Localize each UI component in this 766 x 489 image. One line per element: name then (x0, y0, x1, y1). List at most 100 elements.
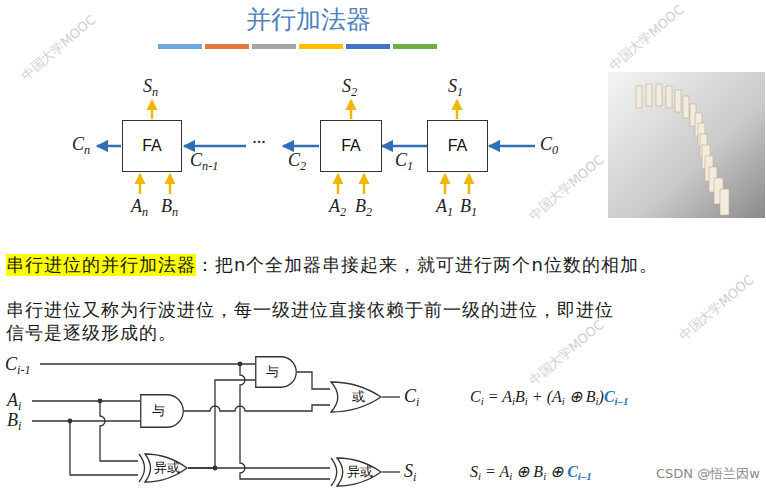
subscript: i (543, 470, 546, 482)
carry-label: C0 (540, 134, 558, 156)
body-text: ：把n个全加器串接起来，就可进行两个n位数的相加。 (196, 254, 658, 276)
xor-back-curve (139, 454, 145, 482)
and-gate: 与 (140, 394, 184, 428)
gate-shape (145, 454, 187, 482)
source-credit: CSDN @悟兰因w (656, 466, 760, 482)
math-symbol: Ci (404, 386, 419, 406)
input-label: A2 (329, 196, 346, 218)
subscript: 2 (300, 159, 306, 173)
connector (184, 405, 330, 411)
gate-shape (331, 382, 381, 412)
signal-label: Si (404, 461, 416, 483)
math-symbol: Ci-1 (5, 354, 31, 374)
math-symbol: Ai (7, 390, 21, 410)
input-label: B1 (460, 196, 477, 218)
math-symbol: Sn (143, 76, 158, 96)
subscript: 2 (351, 85, 357, 99)
signal-label: Bi (7, 410, 21, 432)
adder-label: FA (341, 136, 361, 155)
watermark: 中国大学MOOC (526, 152, 607, 224)
signal-label: Ci (404, 386, 419, 408)
watermark: 中国大学MOOC (18, 12, 99, 84)
watermark: 中国大学MOOC (676, 272, 757, 344)
adder-label: FA (142, 136, 162, 155)
subscript: i (18, 399, 21, 413)
subscript: i-1 (17, 363, 31, 377)
body-text: 串行进位又称为行波进位，每一级进位直接依赖于前一级的进位，即进位信号是逐级形成的… (6, 298, 621, 345)
math-symbol: S1 (448, 76, 463, 96)
xor-back-curve (331, 458, 337, 486)
subscript: i (413, 470, 416, 484)
domino-photo (608, 72, 765, 218)
carry-label: C2 (288, 150, 306, 172)
subscript: 2 (366, 205, 372, 219)
subscript: i (512, 395, 515, 407)
title-color-bars (158, 44, 437, 49)
subscript: i (416, 395, 419, 409)
gate-shape (337, 458, 381, 486)
subscript: 2 (340, 205, 346, 219)
math-symbol: Ai (502, 388, 515, 405)
subscript: 1 (457, 85, 463, 99)
and-gate: 与 (255, 356, 297, 388)
sum-arrows (152, 100, 457, 119)
full-adder-box: FA (427, 120, 488, 172)
subscript: i (562, 395, 565, 407)
math-symbol: B1 (460, 196, 477, 216)
adder-label: FA (448, 136, 468, 155)
subscript: n (84, 143, 90, 157)
gate-shape (256, 357, 297, 388)
subscript: n-1 (202, 159, 218, 173)
highlight-term: 串行进位的并行加法器 (6, 254, 196, 276)
signal-label: Ai (7, 390, 21, 412)
input-arrows (140, 174, 469, 194)
input-label: A1 (436, 196, 453, 218)
math-symbol: Si (470, 463, 481, 480)
carry-label: C1 (395, 150, 413, 172)
connector (188, 380, 255, 468)
math-symbol: Cn-1 (190, 150, 218, 170)
math-symbol: Bi (7, 410, 21, 430)
connector (188, 467, 330, 468)
subscript: 1 (471, 205, 477, 219)
watermark: 中国大学MOOC (606, 2, 687, 74)
math-symbol: Bi (515, 388, 528, 405)
subscript: i–1 (578, 470, 592, 482)
math-symbol: Ci–1 (567, 463, 592, 480)
formula: Si = Ai ⊕ Bi ⊕ Ci–1 (470, 462, 592, 481)
math-symbol: Bn (161, 196, 178, 216)
gate-label: 与 (266, 364, 279, 380)
subscript: 0 (552, 143, 558, 157)
or-gate: 或 (330, 381, 382, 413)
sum-output-label: Sn (143, 76, 158, 98)
carry-label: Cn-1 (190, 150, 218, 172)
subscript: i–1 (615, 395, 629, 407)
math-symbol: Ai (500, 463, 513, 480)
full-adder-box: FA (122, 120, 182, 172)
input-label: Bn (161, 196, 178, 218)
subscript: n (142, 205, 148, 219)
math-symbol: C1 (395, 150, 413, 170)
subscript: n (172, 205, 178, 219)
slide-title: 并行加法器 (246, 5, 371, 35)
math-symbol: Ci–1 (604, 388, 629, 405)
subscript: i (509, 470, 512, 482)
connector (382, 145, 427, 148)
subscript: i (478, 470, 481, 482)
math-symbol: S2 (342, 76, 357, 96)
ellipsis: ··· (252, 132, 266, 154)
formula: Ci = AiBi + (Ai ⊕ Bi)Ci–1 (470, 387, 629, 406)
subscript: n (152, 85, 158, 99)
connector (297, 372, 330, 389)
xor-gate: 异或 (330, 457, 382, 487)
math-symbol: An (131, 196, 148, 216)
gate-label: 与 (152, 403, 165, 419)
carry-label: Cn (72, 134, 90, 156)
math-symbol: C0 (540, 134, 558, 154)
gate-label: 异或 (154, 460, 180, 476)
math-symbol: A1 (436, 196, 453, 216)
math-symbol: Bi (533, 463, 546, 480)
xor-gate: 异或 (138, 453, 188, 483)
gate-label: 或 (352, 389, 365, 405)
subscript: 1 (407, 159, 413, 173)
